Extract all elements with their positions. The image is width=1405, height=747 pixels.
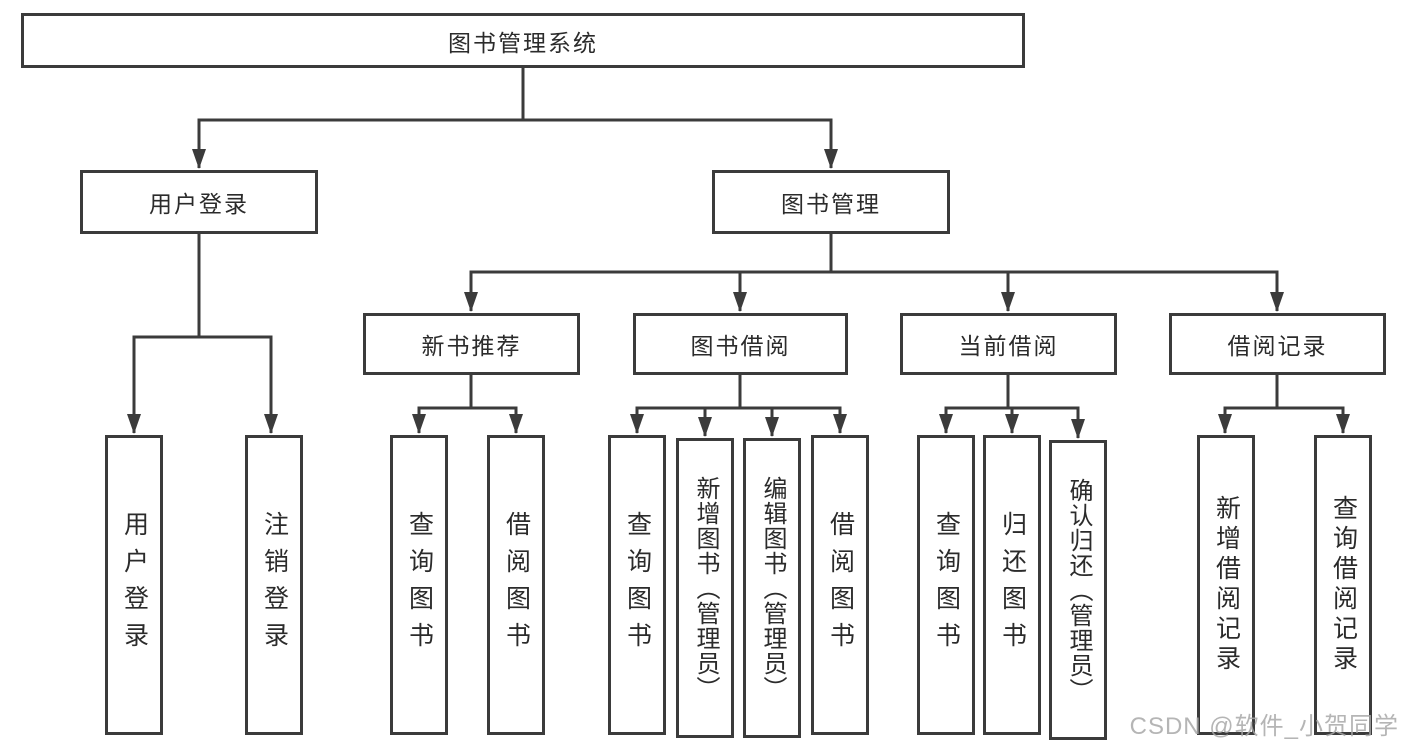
- leaf-return-book: 归还图书: [983, 435, 1041, 735]
- node-library-management-system: 图书管理系统: [21, 13, 1025, 68]
- leaf-label: 查询借阅记录: [1329, 495, 1358, 675]
- leaf-label: 新增借阅记录: [1212, 495, 1241, 675]
- node-book-borrowing: 图书借阅: [633, 313, 848, 375]
- leaf-label: 查询图书: [932, 511, 961, 659]
- leaf-label: 注销登录: [260, 511, 289, 659]
- leaf-label: 用户登录: [120, 511, 149, 659]
- leaf-label: 借阅图书: [826, 511, 855, 659]
- leaf-add-book-admin: 新增图书（管理员）: [676, 438, 734, 738]
- leaf-label: 借阅图书: [502, 511, 531, 659]
- node-book-management: 图书管理: [712, 170, 950, 234]
- leaf-label: 查询图书: [623, 511, 652, 659]
- leaf-label: 编辑图书（管理员）: [759, 475, 786, 701]
- leaf-label: 归还图书: [998, 511, 1027, 659]
- leaf-borrow-book-recommend: 借阅图书: [487, 435, 545, 735]
- leaf-label: 新增图书（管理员）: [692, 475, 719, 701]
- leaf-confirm-return-admin: 确认归还（管理员）: [1049, 440, 1107, 740]
- leaf-add-borrow-record: 新增借阅记录: [1197, 435, 1255, 735]
- leaf-query-book-current: 查询图书: [917, 435, 975, 735]
- leaf-user-login: 用户登录: [105, 435, 163, 735]
- leaf-query-book-borrowing: 查询图书: [608, 435, 666, 735]
- node-user-login: 用户登录: [80, 170, 318, 234]
- leaf-edit-book-admin: 编辑图书（管理员）: [743, 438, 801, 738]
- leaf-logout: 注销登录: [245, 435, 303, 735]
- node-borrowing-records: 借阅记录: [1169, 313, 1386, 375]
- node-current-borrowing: 当前借阅: [900, 313, 1117, 375]
- leaf-query-book-recommend: 查询图书: [390, 435, 448, 735]
- leaf-label: 确认归还（管理员）: [1065, 477, 1092, 703]
- leaf-borrow-book-borrowing: 借阅图书: [811, 435, 869, 735]
- leaf-label: 查询图书: [405, 511, 434, 659]
- leaf-query-borrow-record: 查询借阅记录: [1314, 435, 1372, 735]
- node-new-book-recommend: 新书推荐: [363, 313, 580, 375]
